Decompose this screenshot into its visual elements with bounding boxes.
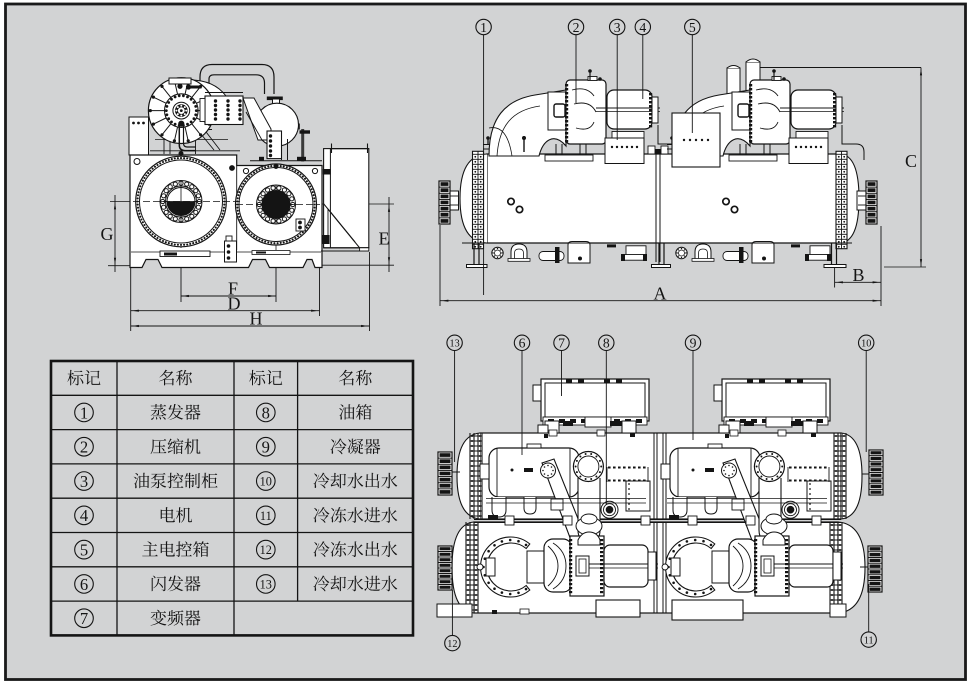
svg-text:13: 13 — [450, 339, 460, 350]
svg-text:2: 2 — [80, 438, 88, 457]
svg-text:10: 10 — [861, 339, 871, 350]
svg-text:11: 11 — [260, 509, 272, 523]
svg-text:8: 8 — [262, 403, 270, 422]
svg-text:D: D — [228, 294, 241, 314]
svg-text:9: 9 — [262, 438, 270, 457]
svg-text:5: 5 — [689, 20, 696, 35]
svg-text:1: 1 — [480, 20, 487, 35]
svg-text:A: A — [654, 284, 667, 304]
svg-text:F: F — [228, 279, 238, 299]
svg-text:12: 12 — [447, 639, 457, 650]
svg-text:G: G — [101, 224, 114, 244]
svg-text:4: 4 — [639, 20, 646, 35]
svg-text:5: 5 — [80, 541, 88, 560]
svg-text:E: E — [379, 229, 390, 249]
svg-text:6: 6 — [519, 336, 526, 351]
svg-text:C: C — [905, 151, 917, 171]
svg-text:B: B — [852, 265, 864, 285]
svg-text:10: 10 — [260, 475, 272, 489]
svg-text:6: 6 — [80, 575, 88, 594]
svg-text:13: 13 — [260, 577, 272, 591]
svg-text:11: 11 — [864, 635, 874, 646]
svg-text:H: H — [250, 309, 263, 329]
svg-text:12: 12 — [260, 543, 272, 557]
svg-text:1: 1 — [80, 403, 88, 422]
svg-text:8: 8 — [603, 336, 610, 351]
svg-text:7: 7 — [80, 609, 88, 628]
svg-text:7: 7 — [558, 336, 565, 351]
svg-text:9: 9 — [690, 336, 697, 351]
svg-text:2: 2 — [573, 20, 580, 35]
svg-text:4: 4 — [80, 506, 89, 525]
svg-text:3: 3 — [80, 472, 88, 491]
svg-text:3: 3 — [614, 20, 621, 35]
